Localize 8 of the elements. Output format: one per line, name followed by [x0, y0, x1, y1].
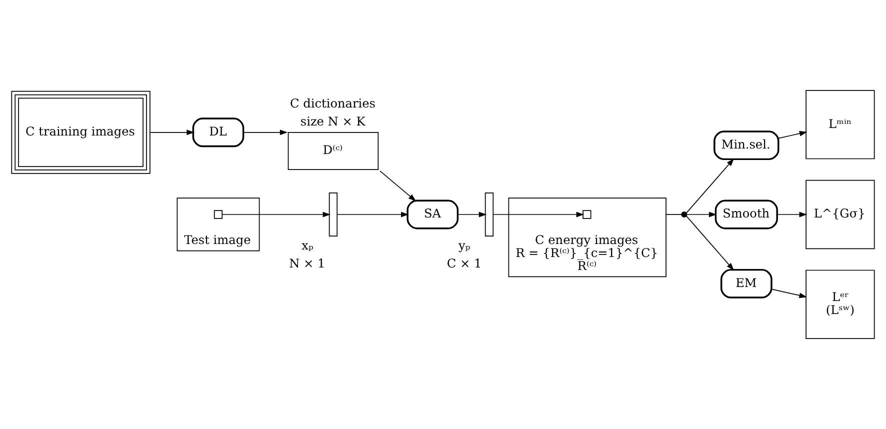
node-label: N × 1: [289, 256, 326, 270]
node-label: C × 1: [446, 256, 482, 270]
node-label: size N × K: [300, 114, 366, 129]
node-label: xₚ: [302, 238, 314, 252]
node-label: C dictionaries: [290, 96, 376, 110]
node-label: R = {R⁽ᶜ⁾}_{c=1}^{C}: [516, 246, 658, 260]
node-label: yₚ: [458, 238, 470, 252]
node-label: C energy images: [535, 233, 638, 248]
